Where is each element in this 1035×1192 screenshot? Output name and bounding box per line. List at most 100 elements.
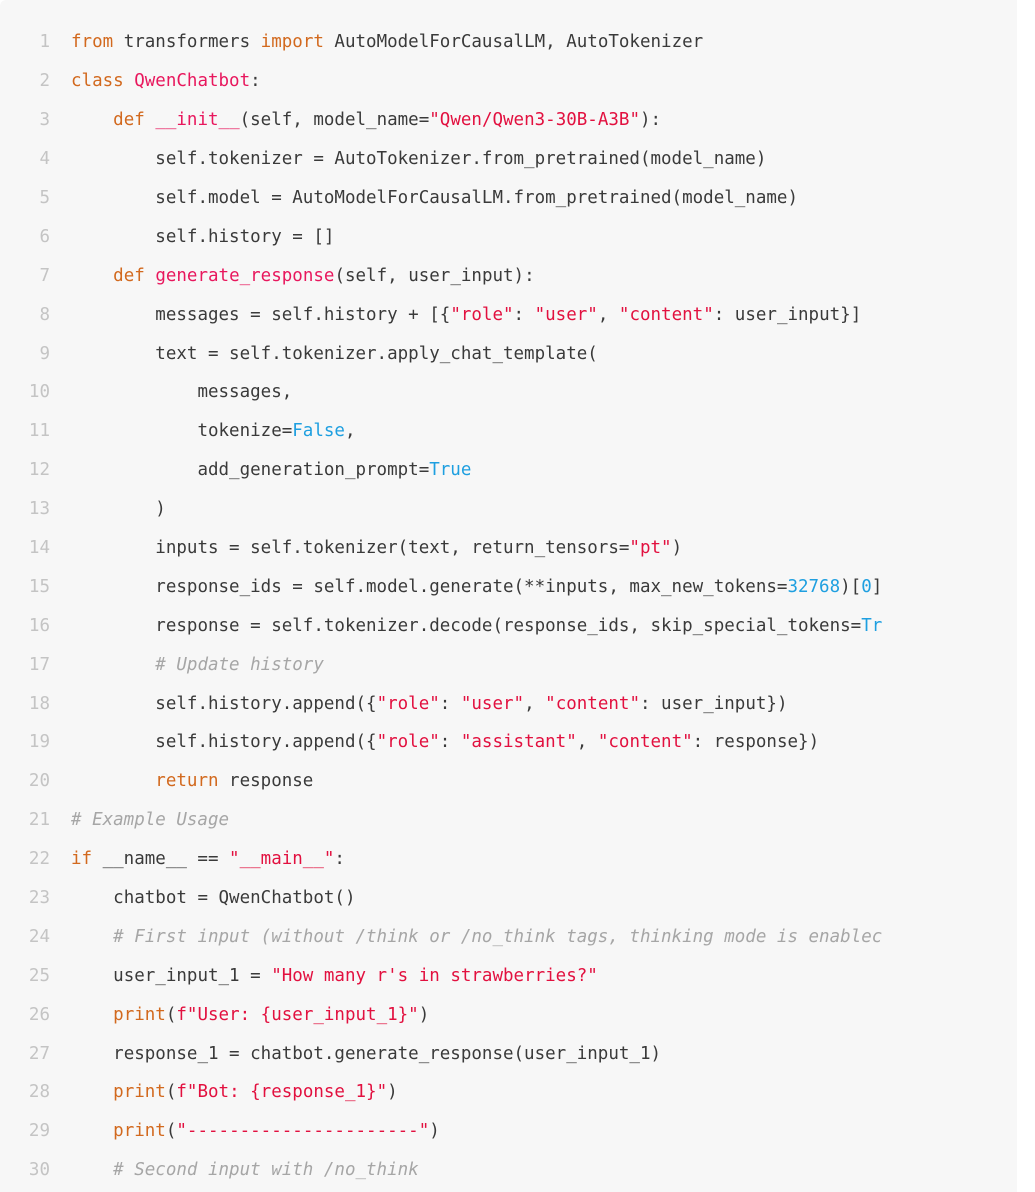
code-text: # First input (without /think or /no_thi… xyxy=(71,927,882,947)
code-text: messages = self.history + [{"role": "use… xyxy=(71,305,861,325)
code-token: , xyxy=(597,304,619,325)
code-token: self.tokenizer = AutoTokenizer.from_pret… xyxy=(155,149,767,170)
code-token: import xyxy=(260,32,324,53)
code-token: "content" xyxy=(545,693,640,714)
line-number: 29 xyxy=(28,1121,50,1142)
code-line: 19 self.history.append({"role": "assista… xyxy=(0,723,1017,762)
code-text: self.history.append({"role": "user", "co… xyxy=(71,693,788,714)
code-token: "role" xyxy=(376,732,440,753)
code-line: 5 self.model = AutoModelForCausalLM.from… xyxy=(0,179,1017,218)
code-text: inputs = self.tokenizer(text, return_ten… xyxy=(71,538,682,558)
code-text: add_generation_prompt=True xyxy=(71,460,471,480)
code-token: : user_input}] xyxy=(713,304,862,325)
code-token: response_1 = chatbot.generate_response(u… xyxy=(113,1043,662,1064)
code-token: response xyxy=(218,771,314,792)
code-text: print("----------------------") xyxy=(71,1121,440,1141)
code-token: )[ xyxy=(840,576,862,597)
code-token: "role" xyxy=(450,304,514,325)
code-token: transformers xyxy=(113,32,261,53)
line-number: 20 xyxy=(28,771,50,792)
code-token: "user" xyxy=(460,693,525,714)
code-token: # First input (without /think or /no_thi… xyxy=(113,926,883,947)
code-line: 12 add_generation_prompt=True xyxy=(0,451,1017,490)
code-line: 7 def generate_response(self, user_input… xyxy=(0,256,1017,295)
code-token: print xyxy=(113,1121,166,1142)
code-token: "content" xyxy=(597,732,693,753)
code-token: (self, model_name= xyxy=(239,110,430,131)
line-number: 25 xyxy=(28,965,50,986)
line-number: 5 xyxy=(39,188,50,208)
code-text: # Update history xyxy=(71,655,324,675)
code-token: f"Bot: {response_1}" xyxy=(176,1082,388,1103)
code-line: 8 messages = self.history + [{"role": "u… xyxy=(0,295,1017,334)
code-token: "content" xyxy=(618,304,714,325)
code-token: "pt" xyxy=(629,538,672,559)
code-line: 23 chatbot = QwenChatbot() xyxy=(0,879,1017,918)
code-token: "----------------------" xyxy=(176,1121,430,1142)
code-token: response_ids = self.model.generate(**inp… xyxy=(155,576,788,597)
line-number: 23 xyxy=(28,888,50,909)
code-line: 4 self.tokenizer = AutoTokenizer.from_pr… xyxy=(0,140,1017,179)
code-text: self.tokenizer = AutoTokenizer.from_pret… xyxy=(71,149,766,169)
code-token: "user" xyxy=(534,304,598,325)
code-token: ) xyxy=(387,1082,398,1103)
code-token xyxy=(124,71,135,91)
code-token: __init__ xyxy=(155,110,240,131)
line-number: 15 xyxy=(28,576,50,597)
code-token: "Qwen/Qwen3-30B-A3B" xyxy=(429,110,640,131)
code-token: class xyxy=(71,71,124,92)
code-token: ) xyxy=(155,499,166,520)
code-token: self.history = [] xyxy=(155,226,335,247)
code-line: 11 tokenize=False, xyxy=(0,412,1017,451)
line-number: 30 xyxy=(28,1160,50,1181)
code-line: 14 inputs = self.tokenizer(text, return_… xyxy=(0,529,1017,568)
code-token xyxy=(145,110,156,130)
code-line: 21 # Example Usage xyxy=(0,801,1017,840)
line-number: 26 xyxy=(28,1004,50,1025)
code-token: response = self.tokenizer.decode(respons… xyxy=(155,615,862,636)
code-text: self.history.append({"role": "assistant"… xyxy=(71,732,819,752)
code-token: : user_input}) xyxy=(639,693,788,714)
code-line: 13 ) xyxy=(0,490,1017,529)
code-line: 28 print(f"Bot: {response_1}") xyxy=(0,1073,1017,1112)
code-token: "assistant" xyxy=(460,732,577,753)
code-token: __name__ == xyxy=(92,849,230,870)
code-token: text = self.tokenizer.apply_chat_templat… xyxy=(155,343,598,364)
code-text: def generate_response(self, user_input): xyxy=(71,266,534,286)
line-number: 10 xyxy=(28,382,50,403)
code-line: 29 print("----------------------") xyxy=(0,1112,1017,1151)
code-text: return response xyxy=(71,771,313,791)
code-line: 30 # Second input with /no_think xyxy=(0,1151,1017,1190)
code-token: inputs = self.tokenizer(text, return_ten… xyxy=(155,538,630,559)
code-token: , xyxy=(524,693,546,714)
code-token: 32768 xyxy=(787,576,841,597)
code-token: : xyxy=(513,304,535,325)
line-number: 27 xyxy=(28,1043,50,1064)
code-token: self.history.append({ xyxy=(155,732,377,753)
code-token: add_generation_prompt= xyxy=(197,460,430,481)
code-text: messages, xyxy=(71,382,292,402)
code-token: ( xyxy=(165,1121,177,1142)
code-token: f"User: {user_input_1}" xyxy=(176,1004,419,1025)
code-text: def __init__(self, model_name="Qwen/Qwen… xyxy=(71,110,661,130)
code-token: ) xyxy=(671,538,683,559)
code-text: response = self.tokenizer.decode(respons… xyxy=(71,616,882,636)
code-token: QwenChatbot xyxy=(134,71,251,92)
line-number: 11 xyxy=(28,421,50,442)
line-number: 2 xyxy=(39,71,50,92)
line-number: 22 xyxy=(28,849,50,870)
code-text: class QwenChatbot: xyxy=(71,71,261,91)
code-token: # Example Usage xyxy=(71,810,230,831)
line-number: 8 xyxy=(39,304,50,325)
line-number: 17 xyxy=(28,654,50,675)
code-token: ): xyxy=(639,110,662,131)
code-text: print(f"User: {user_input_1}") xyxy=(71,1005,429,1025)
line-number: 21 xyxy=(28,810,50,831)
code-text: tokenize=False, xyxy=(71,421,355,441)
code-line: 16 response = self.tokenizer.decode(resp… xyxy=(0,606,1017,645)
line-number: 3 xyxy=(39,110,50,131)
line-number: 18 xyxy=(28,693,50,714)
code-token: : xyxy=(439,732,461,753)
code-text: self.history = [] xyxy=(71,227,334,247)
code-line: 20 return response xyxy=(0,762,1017,801)
